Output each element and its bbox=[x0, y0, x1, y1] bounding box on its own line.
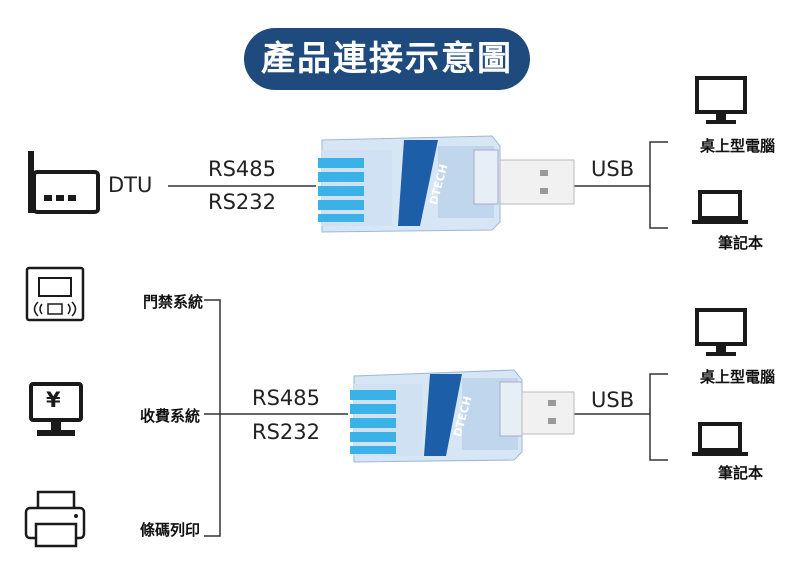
bottom-protocol-rs485: RS485 bbox=[252, 386, 321, 410]
system-payment: 收費系統 bbox=[140, 407, 201, 425]
yen-icon: ¥ bbox=[46, 388, 61, 412]
top-usb-label: USB bbox=[591, 157, 635, 181]
top-protocol-rs232: RS232 bbox=[208, 190, 277, 214]
dtu-label: DTU bbox=[108, 173, 153, 197]
page-title: 產品連接示意圖 bbox=[244, 28, 530, 90]
bottom-usb-label: USB bbox=[591, 388, 635, 412]
top-desktop-label: 桌上型電腦 bbox=[700, 137, 776, 155]
system-access-control: 門禁系統 bbox=[143, 293, 204, 311]
bottom-desktop-label: 桌上型電腦 bbox=[700, 368, 776, 386]
top-laptop-label: 筆記本 bbox=[718, 234, 764, 252]
bottom-laptop-label: 筆記本 bbox=[718, 464, 764, 482]
system-barcode-printing: 條碼列印 bbox=[140, 521, 201, 539]
bottom-protocol-rs232: RS232 bbox=[252, 420, 321, 444]
top-protocol-rs485: RS485 bbox=[208, 157, 277, 181]
